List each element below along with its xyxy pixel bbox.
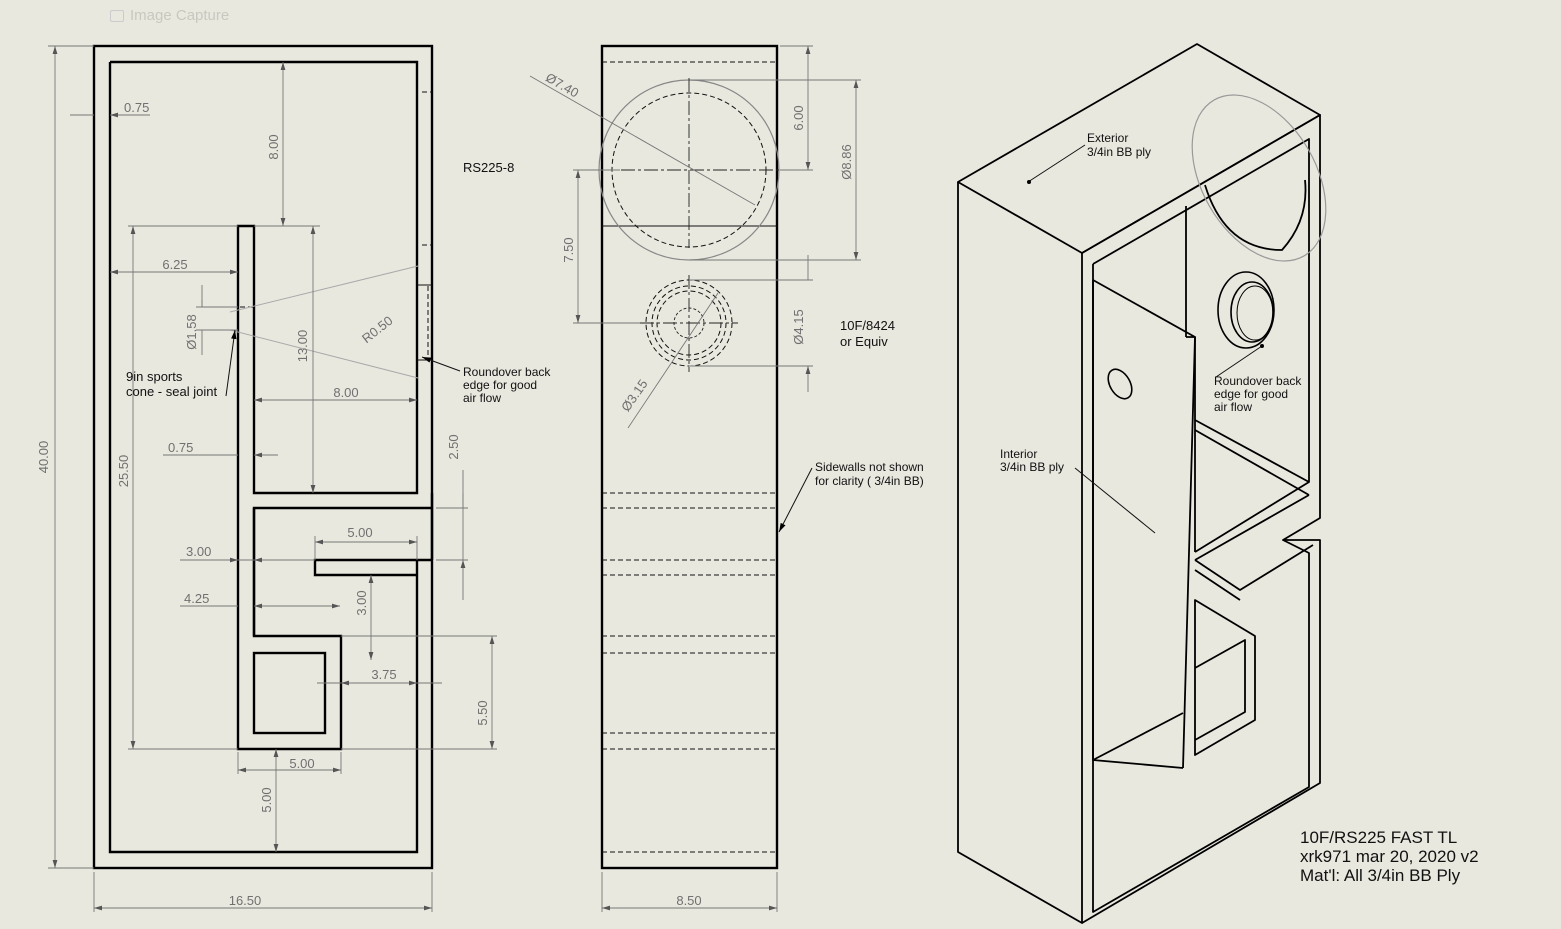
dim-roundover-radius: R0.50: [359, 313, 396, 346]
sidewalls-note-2: for clarity ( 3/4in BB): [815, 474, 924, 488]
dim-tweeter-4-15: Ø4.15: [791, 309, 806, 344]
tweeter-label-2: or Equiv: [840, 334, 888, 349]
tweeter-label-1: 10F/8424: [840, 318, 895, 333]
dim-wall-mid: 0.75: [168, 440, 193, 455]
isometric-view: [957, 43, 1327, 924]
title-line-1: 10F/RS225 FAST TL: [1300, 828, 1457, 847]
sidewalls-note-1: Sidewalls not shown: [815, 460, 924, 474]
dim-offset-3: 3.00: [186, 544, 211, 559]
dim-top-gap: 8.00: [266, 134, 281, 159]
side-view: Ø7.40 Ø3.15 6.00 Ø8.86 7.50 Ø4.15 10F/84…: [529, 44, 924, 912]
dim-top-6: 6.00: [791, 105, 806, 130]
iso-tweeter-outer: [1217, 271, 1275, 349]
dim-baffle-height: 13.00: [295, 330, 310, 363]
dim-shelf: 5.00: [347, 525, 372, 540]
iso-roundover-note-2: edge for good: [1214, 387, 1288, 401]
front-section-view: 40.00 16.50 0.75 8.00 6.25 Ø1.58 13.00 2…: [36, 44, 551, 912]
dim-box-5-50: 5.50: [475, 700, 490, 725]
dim-overall-width: 16.50: [229, 893, 262, 908]
image-capture-label: Image Capture: [130, 7, 230, 24]
dim-wall-top: 0.75: [124, 100, 149, 115]
dim-gap-2-50: 2.50: [446, 434, 461, 459]
interior-note-1: Interior: [1000, 447, 1037, 461]
roundover-note-1: Roundover back: [463, 365, 551, 379]
image-capture-button[interactable]: Image Capture: [102, 4, 262, 28]
dim-port-diameter: Ø1.58: [184, 314, 199, 349]
dim-offset-4-25: 4.25: [184, 591, 209, 606]
title-line-3: Mat'l: All 3/4in BB Ply: [1300, 866, 1461, 885]
sports-cone-note-2: cone - seal joint: [126, 384, 217, 399]
dim-side-width: 8.50: [676, 893, 701, 908]
roundover-note-2: edge for good: [463, 378, 537, 392]
roundover-note-3: air flow: [463, 391, 501, 405]
inner-path-upper: [110, 60, 432, 751]
baffle-outline: [600, 44, 779, 870]
dim-overall-height: 40.00: [36, 441, 51, 474]
dim-width-8: 8.00: [333, 385, 358, 400]
iso-notes: Exterior 3/4in BB ply Interior 3/4in BB …: [1000, 131, 1302, 534]
dim-spacing-7-50: 7.50: [561, 237, 576, 262]
dim-25-50: 25.50: [116, 455, 131, 488]
left-face: [957, 182, 1083, 924]
dim-box-3-75: 3.75: [371, 667, 396, 682]
camera-icon: [110, 10, 124, 23]
dim-baffle-offset: 6.25: [162, 257, 187, 272]
iso-port: [1107, 368, 1133, 400]
shelf: [313, 558, 417, 577]
iso-driver-ring: [1191, 94, 1327, 262]
dim-box-width: 5.00: [289, 756, 314, 771]
dim-tweeter-3-15: Ø3.15: [618, 377, 651, 415]
dim-driver-8-86: Ø8.86: [839, 144, 854, 179]
driver-label: RS225-8: [463, 160, 514, 175]
exterior-note-1: Exterior: [1087, 131, 1128, 145]
inner-box: [252, 651, 327, 735]
sports-cone-note-1: 9in sports: [126, 369, 183, 384]
exterior-note-2: 3/4in BB ply: [1087, 145, 1151, 159]
outer-wall: [92, 44, 434, 870]
title-line-2: xrk971 mar 20, 2020 v2: [1300, 847, 1479, 866]
title-block: 10F/RS225 FAST TL xrk971 mar 20, 2020 v2…: [1300, 828, 1479, 885]
dim-rise-3: 3.00: [354, 590, 369, 615]
dim-bottom: 5.00: [259, 787, 274, 812]
iso-roundover-note-3: air flow: [1214, 400, 1252, 414]
inner-path-lower: [108, 62, 432, 854]
dim-large-circle: Ø7.40: [543, 70, 581, 101]
iso-roundover-note-1: Roundover back: [1214, 374, 1302, 388]
interior-note-2: 3/4in BB ply: [1000, 460, 1064, 474]
